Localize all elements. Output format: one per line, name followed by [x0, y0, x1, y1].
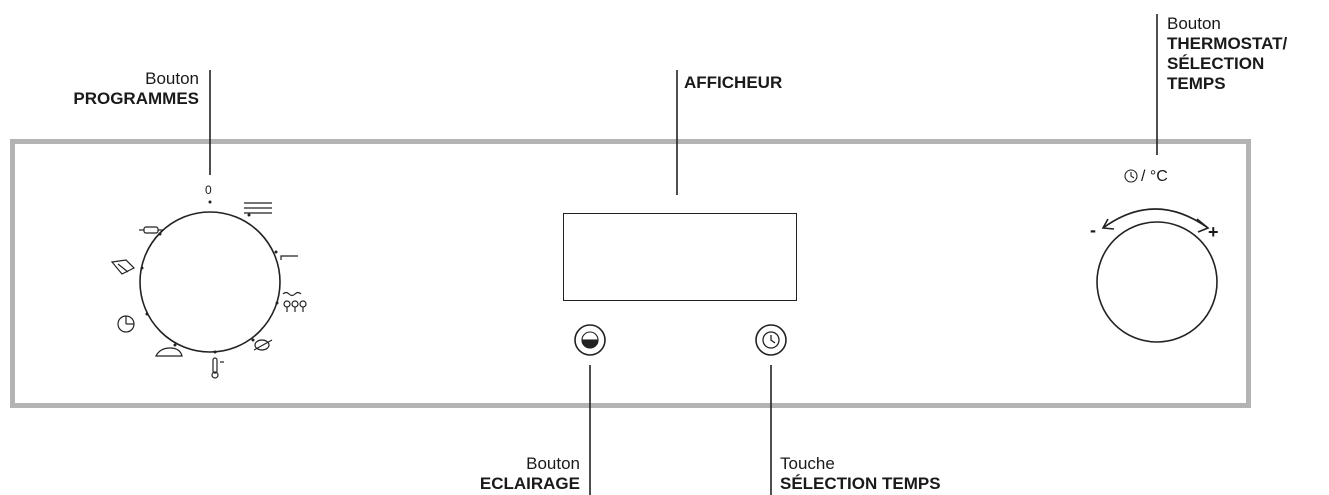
programmes-label: Bouton PROGRAMMES	[73, 69, 199, 109]
thermostat-symbol: / °C	[1141, 168, 1168, 185]
light-icon	[581, 331, 599, 349]
selection-temps-label-line2: SÉLECTION TEMPS	[780, 474, 941, 493]
thermostat-label: Bouton THERMOSTAT/ SÉLECTION TEMPS	[1167, 14, 1287, 94]
oven-control-panel	[10, 139, 1251, 408]
selection-temps-label: Touche SÉLECTION TEMPS	[780, 454, 941, 494]
programmes-label-line1: Bouton	[145, 69, 199, 88]
rolling-pin-icon	[139, 226, 163, 234]
top-heat-icon	[280, 255, 298, 260]
programmes-label-line2: PROGRAMMES	[73, 89, 199, 108]
clock-small-icon	[1124, 169, 1138, 183]
rotation-arc	[1102, 208, 1209, 229]
clock-icon	[762, 331, 780, 349]
eclairage-label: Bouton ECLAIRAGE	[480, 454, 580, 494]
thermostat-label-line2: THERMOSTAT/	[1167, 34, 1288, 53]
programmes-knob	[139, 211, 281, 353]
eclairage-label-line1: Bouton	[526, 454, 580, 473]
selection-temps-label-line1: Touche	[780, 454, 835, 473]
bread-icon	[155, 347, 183, 357]
thermostat-label-line4: TEMPS	[1167, 74, 1226, 93]
afficheur-label: AFFICHEUR	[684, 73, 783, 92]
afficheur-display	[563, 213, 797, 301]
grill-icon	[244, 202, 272, 214]
defrost-icon	[110, 259, 136, 275]
thermostat-label-line3: SÉLECTION	[1167, 54, 1265, 73]
fan-grill-icon	[282, 291, 307, 312]
rotisserie-icon	[253, 339, 273, 351]
programme-zero: 0	[205, 183, 212, 197]
probe-icon	[211, 357, 224, 379]
pizza-icon	[117, 315, 135, 333]
thermostat-knob	[1096, 221, 1218, 343]
eclairage-label-line2: ECLAIRAGE	[479, 474, 580, 493]
plus-sign: +	[1208, 222, 1219, 242]
minus-sign: -	[1090, 220, 1096, 240]
thermostat-label-line1: Bouton	[1167, 14, 1221, 33]
